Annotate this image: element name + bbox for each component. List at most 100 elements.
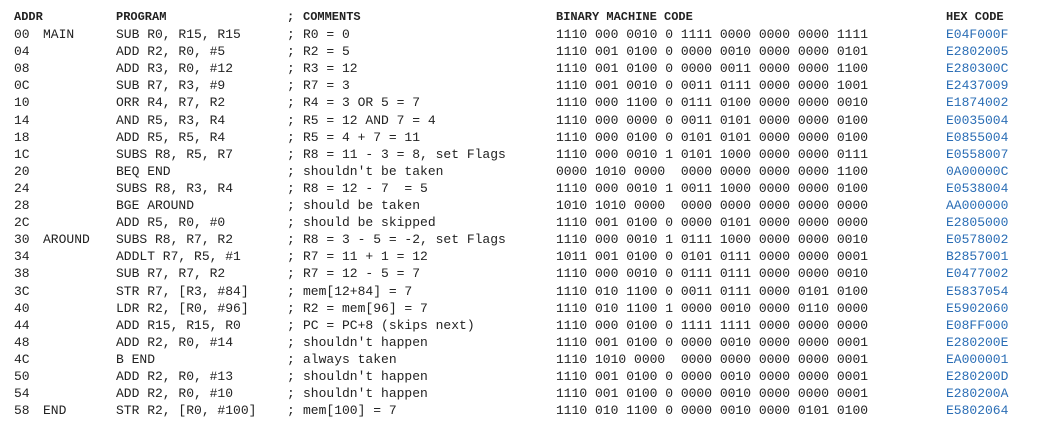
hex-code-cell: E2805000: [946, 215, 1009, 231]
label-cell: MAIN: [43, 27, 75, 42]
comment-cell: R8 = 11 - 3 = 8, set Flags: [303, 146, 506, 162]
instruction-cell: BGE AROUND: [116, 198, 195, 213]
instruction-cell: ADDLT R7, R5, #1: [116, 249, 241, 265]
comment-separator: ;: [287, 180, 295, 196]
addr-header: ADDR: [14, 10, 43, 24]
instruction-cell: B END: [116, 351, 156, 367]
hex-code-cell: E0538004: [946, 180, 1009, 196]
comment-cell: shouldn't happen: [303, 386, 428, 402]
comment-separator: ;: [287, 232, 295, 248]
comment-cell: R0 = 0: [303, 27, 350, 42]
binary-code-cell: 1110 000 0010 1 0111 1000 0000 0000 0010: [556, 232, 869, 248]
comment-cell: R8 = 12 - 7 = 5: [303, 180, 428, 196]
address-cell: 30: [14, 232, 30, 248]
hex-code-cell: E08FF000: [946, 317, 1009, 333]
address-cell: 14: [14, 112, 30, 128]
comment-separator: ;: [287, 369, 295, 384]
binary-code-cell: 1110 1010 0000 0000 0000 0000 0000 0001: [556, 351, 869, 367]
binary-code-cell: 1110 010 1100 0 0011 0111 0000 0101 0100: [556, 283, 869, 299]
binary-code-cell: 0000 1010 0000 0000 0000 0000 0000 1100: [556, 163, 869, 179]
instruction-cell: ADD R2, R0, #14: [116, 334, 234, 350]
address-cell: 04: [14, 44, 30, 60]
binary-code-cell: 1110 000 0010 1 0101 1000 0000 0000 0111: [556, 146, 869, 162]
address-cell: 38: [14, 266, 30, 282]
hex-code-cell: E0477002: [946, 266, 1009, 282]
binary-code-cell: 1010 1010 0000 0000 0000 0000 0000 0000: [556, 198, 869, 213]
hex-code-cell: E280200D: [946, 369, 1009, 384]
address-cell: 44: [14, 317, 30, 333]
hex-code-cell: E0558007: [946, 146, 1009, 162]
binary-header: BINARY MACHINE CODE: [556, 10, 693, 24]
address-cell: 24: [14, 180, 30, 196]
binary-code-cell: 1110 001 0100 0 0000 0101 0000 0000 0000: [556, 215, 869, 231]
hex-code-cell: E280200E: [946, 334, 1009, 350]
hex-code-cell: B2857001: [946, 249, 1009, 265]
comment-separator: ;: [287, 403, 295, 419]
comment-cell: always taken: [303, 351, 397, 367]
comment-separator: ;: [287, 78, 295, 94]
instruction-cell: SUBS R8, R5, R7: [116, 146, 234, 162]
binary-code-cell: 1110 000 0100 0 0101 0101 0000 0000 0100: [556, 129, 869, 145]
binary-code-cell: 1110 010 1100 1 0000 0010 0000 0110 0000: [556, 300, 869, 316]
instruction-cell: STR R7, [R3, #84]: [116, 283, 249, 299]
address-cell: 2C: [14, 215, 30, 231]
binary-code-cell: 1110 001 0100 0 0000 0011 0000 0000 1100: [556, 61, 869, 77]
comment-separator: ;: [287, 266, 295, 282]
binary-code-cell: 1110 000 0000 0 0011 0101 0000 0000 0100: [556, 112, 869, 128]
binary-code-cell: 1110 000 0010 0 1111 0000 0000 0000 1111: [556, 27, 869, 42]
comment-cell: R8 = 3 - 5 = -2, set Flags: [303, 232, 506, 248]
address-cell: 3C: [14, 283, 30, 299]
comment-cell: R5 = 12 AND 7 = 4: [303, 112, 436, 128]
comment-cell: R3 = 12: [303, 61, 358, 77]
binary-code-cell: 1011 001 0100 0 0101 0111 0000 0000 0001: [556, 249, 869, 265]
binary-code-cell: 1110 010 1100 0 0000 0010 0000 0101 0100: [556, 403, 869, 419]
header-row: ADDR PROGRAM ; COMMENTS BINARY MACHINE C…: [0, 9, 1053, 26]
comments-header: COMMENTS: [303, 10, 361, 24]
comment-separator: ;: [287, 198, 295, 213]
hex-code-cell: E2437009: [946, 78, 1009, 94]
comment-separator: ;: [287, 334, 295, 350]
binary-code-cell: 1110 000 0010 0 0111 0111 0000 0000 0010: [556, 266, 869, 282]
comment-cell: shouldn't be taken: [303, 163, 444, 179]
comment-cell: R2 = 5: [303, 44, 350, 60]
instruction-cell: AND R5, R3, R4: [116, 112, 226, 128]
address-cell: 34: [14, 249, 30, 265]
instruction-cell: STR R2, [R0, #100]: [116, 403, 257, 419]
address-cell: 4C: [14, 351, 30, 367]
hex-code-cell: E2802005: [946, 44, 1009, 60]
instruction-cell: ADD R5, R5, R4: [116, 129, 226, 145]
instruction-cell: LDR R2, [R0, #96]: [116, 300, 249, 316]
address-cell: 48: [14, 334, 30, 350]
hex-code-cell: E0035004: [946, 112, 1009, 128]
address-cell: 10: [14, 95, 30, 111]
instruction-cell: ADD R3, R0, #12: [116, 61, 234, 77]
comment-cell: R2 = mem[96] = 7: [303, 300, 428, 316]
binary-code-cell: 1110 000 1100 0 0111 0100 0000 0000 0010: [556, 95, 869, 111]
hex-code-cell: E1874002: [946, 95, 1009, 111]
address-cell: 54: [14, 386, 30, 402]
instruction-cell: ADD R2, R0, #13: [116, 369, 234, 384]
hex-code-cell: E280300C: [946, 61, 1009, 77]
hex-code-cell: 0A00000C: [946, 163, 1009, 179]
comment-separator: ;: [287, 61, 295, 77]
comment-separator: ;: [287, 27, 295, 42]
comment-separator: ;: [287, 317, 295, 333]
instruction-cell: SUB R7, R7, R2: [116, 266, 226, 282]
comment-cell: R7 = 3: [303, 78, 350, 94]
comment-cell: shouldn't happen: [303, 369, 428, 384]
instruction-cell: SUBS R8, R3, R4: [116, 180, 234, 196]
